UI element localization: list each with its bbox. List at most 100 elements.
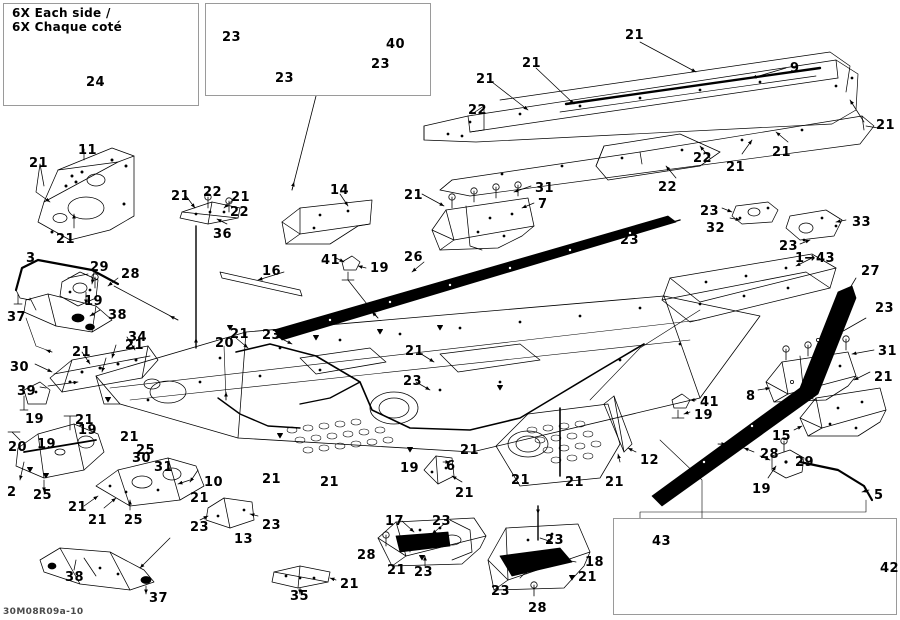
callout-23: 23 — [875, 301, 895, 316]
callout-23: 23 — [620, 233, 640, 248]
callout-21: 21 — [68, 500, 88, 515]
callout-23: 23 — [190, 520, 210, 535]
part-17-box — [377, 517, 487, 567]
part-29-bracket — [59, 271, 179, 321]
callout-21: 21 — [455, 486, 475, 501]
part-37-38-arm — [13, 293, 113, 354]
callout-22: 22 — [693, 151, 713, 166]
callout-21: 21 — [460, 443, 480, 458]
callout-21: 21 — [405, 344, 425, 359]
callout-36: 36 — [213, 227, 233, 242]
callout-23: 23 — [700, 204, 720, 219]
part-33-bracket — [785, 209, 847, 245]
callout-30: 30 — [132, 451, 152, 466]
callout-23: 23 — [779, 239, 799, 254]
quantity-note-line2: 6X Chaque coté — [12, 20, 123, 34]
callout-30: 30 — [10, 360, 30, 375]
callout-21: 21 — [72, 345, 92, 360]
part-1-43-panel — [589, 253, 837, 401]
callout-21: 21 — [876, 118, 896, 133]
callout-21: 21 — [230, 327, 250, 342]
inset-quantity-note — [3, 3, 199, 106]
part-8-bracket — [757, 335, 875, 403]
part-3-hose — [14, 258, 120, 301]
part-11-plate — [35, 147, 135, 241]
callout-29: 29 — [795, 455, 815, 470]
callout-19: 19 — [78, 423, 98, 438]
callout-35: 35 — [290, 589, 310, 604]
callout-38: 38 — [108, 308, 128, 323]
callout-21: 21 — [387, 563, 407, 578]
callout-21: 21 — [171, 189, 191, 204]
part-41-clip — [335, 255, 379, 319]
part-26-trim — [273, 215, 681, 341]
callout-43: 43 — [652, 534, 672, 549]
callout-27: 27 — [861, 264, 881, 279]
part-14-bracket — [281, 193, 373, 245]
callout-34: 34 — [128, 330, 148, 345]
part-16-rod — [219, 271, 303, 297]
callout-11: 11 — [78, 143, 98, 158]
callout-21: 21 — [404, 188, 424, 203]
callout-40: 40 — [386, 37, 406, 52]
callout-9: 9 — [790, 61, 800, 76]
callout-21: 21 — [125, 338, 145, 353]
callout-21: 21 — [565, 475, 585, 490]
callout-21: 21 — [476, 72, 496, 87]
callout-28: 28 — [357, 548, 377, 563]
callout-32: 32 — [706, 221, 726, 236]
callout-21: 21 — [231, 190, 251, 205]
callout-20: 20 — [215, 336, 235, 351]
callout-13: 13 — [234, 532, 254, 547]
callout-1-43: 1→43 — [795, 251, 836, 266]
callout-21: 21 — [340, 577, 360, 592]
part-2-arm — [7, 415, 105, 493]
callout-24: 24 — [86, 75, 106, 90]
callout-41: 41 — [321, 253, 341, 268]
callout-21: 21 — [578, 570, 598, 585]
callout-22: 22 — [203, 185, 223, 200]
callout-23: 23 — [275, 71, 295, 86]
part-36-rail — [179, 193, 241, 349]
part-13-bracket — [199, 497, 259, 529]
callout-21: 21 — [120, 430, 140, 445]
part-15-bracket — [793, 387, 887, 437]
callout-14: 14 — [330, 183, 350, 198]
chassis-callout-leaders — [223, 335, 435, 401]
callout-33: 33 — [852, 215, 872, 230]
callout-21: 21 — [522, 56, 542, 71]
drawing-number: 30M08R09a-10 — [3, 607, 84, 617]
part-5-hose — [639, 437, 874, 521]
callout-23: 23 — [432, 514, 452, 529]
callout-21: 21 — [56, 232, 76, 247]
callout-25: 25 — [33, 488, 53, 503]
callout-21: 21 — [190, 491, 210, 506]
callout-22: 22 — [230, 205, 250, 220]
callout-10: 10 — [204, 475, 224, 490]
rail-assembly-9 — [423, 41, 879, 197]
callout-25: 25 — [136, 443, 156, 458]
inset-detail-bottom — [613, 518, 897, 615]
callout-26: 26 — [404, 250, 424, 265]
callout-15: 15 — [772, 429, 792, 444]
callout-20: 20 — [8, 440, 28, 455]
part-35-strip — [271, 565, 337, 595]
callout-19: 19 — [37, 437, 57, 452]
callout-23: 23 — [222, 30, 242, 45]
callout-41: 41 — [700, 395, 720, 410]
callout-19: 19 — [25, 412, 45, 427]
callout-21: 21 — [625, 28, 645, 43]
callout-31: 31 — [878, 344, 898, 359]
callout-21: 21 — [511, 473, 531, 488]
part-6-bracket — [423, 455, 463, 485]
callout-7: 7 — [538, 197, 548, 212]
part-12-rail — [603, 395, 637, 463]
callout-42: 42 — [880, 561, 900, 576]
part-39-bracket — [19, 380, 79, 411]
callout-5: 5 — [874, 488, 884, 503]
callout-28: 28 — [121, 267, 141, 282]
callout-25: 25 — [124, 513, 144, 528]
callout-21: 21 — [605, 475, 625, 490]
callout-23: 23 — [545, 533, 565, 548]
